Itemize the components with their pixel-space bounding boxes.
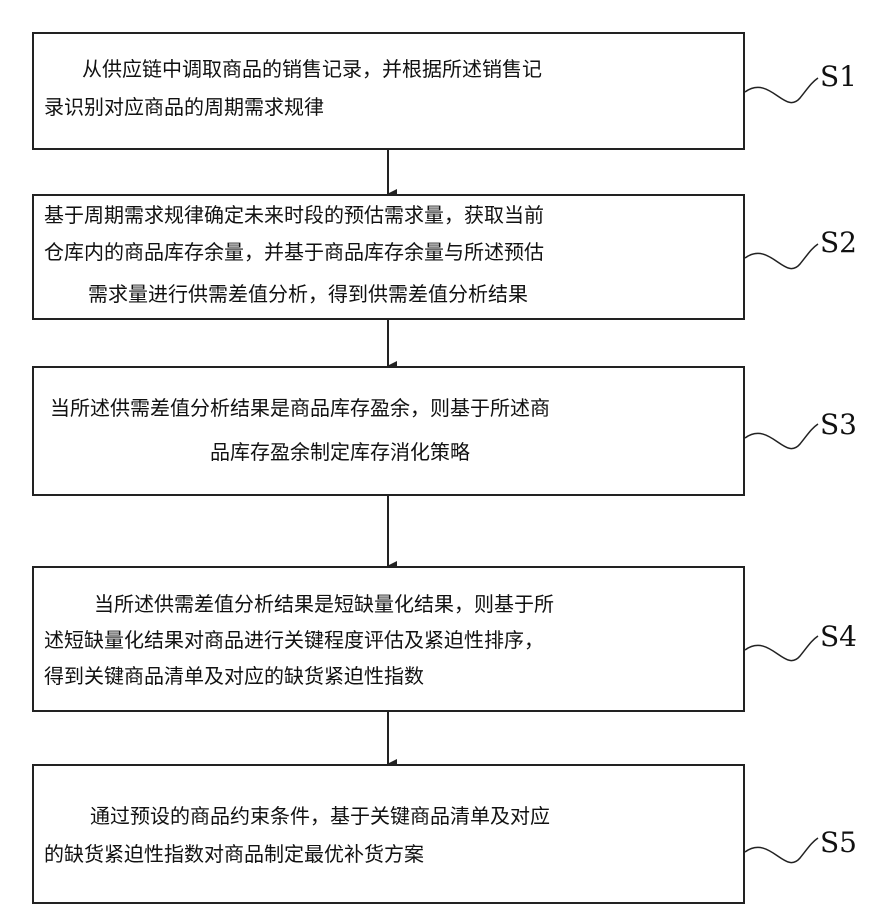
- step-s3-line-1: 当所述供需差值分析结果是商品库存盈余，则基于所述商: [50, 396, 550, 420]
- step-box-s3: 当所述供需差值分析结果是商品库存盈余，则基于所述商 品库存盈余制定库存消化策略: [32, 366, 745, 496]
- leader-s1: [745, 78, 818, 103]
- step-box-s1: 从供应链中调取商品的销售记录，并根据所述销售记 录识别对应商品的周期需求规律: [32, 32, 745, 150]
- leader-s4: [745, 636, 818, 661]
- step-s1-line-2: 录识别对应商品的周期需求规律: [44, 95, 324, 119]
- step-box-s2: 基于周期需求规律确定未来时段的预估需求量，获取当前 仓库内的商品库存余量，并基于…: [32, 194, 745, 320]
- step-label-s5: S5: [820, 828, 857, 858]
- step-s5-line-1: 通过预设的商品约束条件，基于关键商品清单及对应: [90, 804, 550, 828]
- step-box-s4: 当所述供需差值分析结果是短缺量化结果，则基于所 述短缺量化结果对商品进行关键程度…: [32, 566, 745, 712]
- step-s2-line-1: 基于周期需求规律确定未来时段的预估需求量，获取当前: [44, 203, 544, 227]
- step-label-s2: S2: [820, 228, 857, 258]
- step-label-s3: S3: [820, 410, 857, 440]
- leader-s2: [745, 244, 818, 269]
- step-s5-line-2: 的缺货紧迫性指数对商品制定最优补货方案: [44, 842, 424, 866]
- step-s2-line-2: 仓库内的商品库存余量，并基于商品库存余量与所述预估: [44, 240, 544, 264]
- leader-s5: [745, 838, 818, 863]
- step-s4-line-2: 述短缺量化结果对商品进行关键程度评估及紧迫性排序，: [44, 628, 544, 652]
- step-box-s5: 通过预设的商品约束条件，基于关键商品清单及对应 的缺货紧迫性指数对商品制定最优补…: [32, 764, 745, 904]
- step-s4-line-3: 得到关键商品清单及对应的缺货紧迫性指数: [44, 664, 424, 688]
- step-s2-line-3: 需求量进行供需差值分析，得到供需差值分析结果: [88, 282, 528, 306]
- step-label-s4: S4: [820, 622, 857, 652]
- step-s4-line-1: 当所述供需差值分析结果是短缺量化结果，则基于所: [94, 592, 554, 616]
- leader-s3: [745, 424, 818, 449]
- step-s1-line-1: 从供应链中调取商品的销售记录，并根据所述销售记: [82, 57, 542, 81]
- step-label-s1: S1: [820, 62, 857, 92]
- step-s3-line-2: 品库存盈余制定库存消化策略: [210, 440, 470, 464]
